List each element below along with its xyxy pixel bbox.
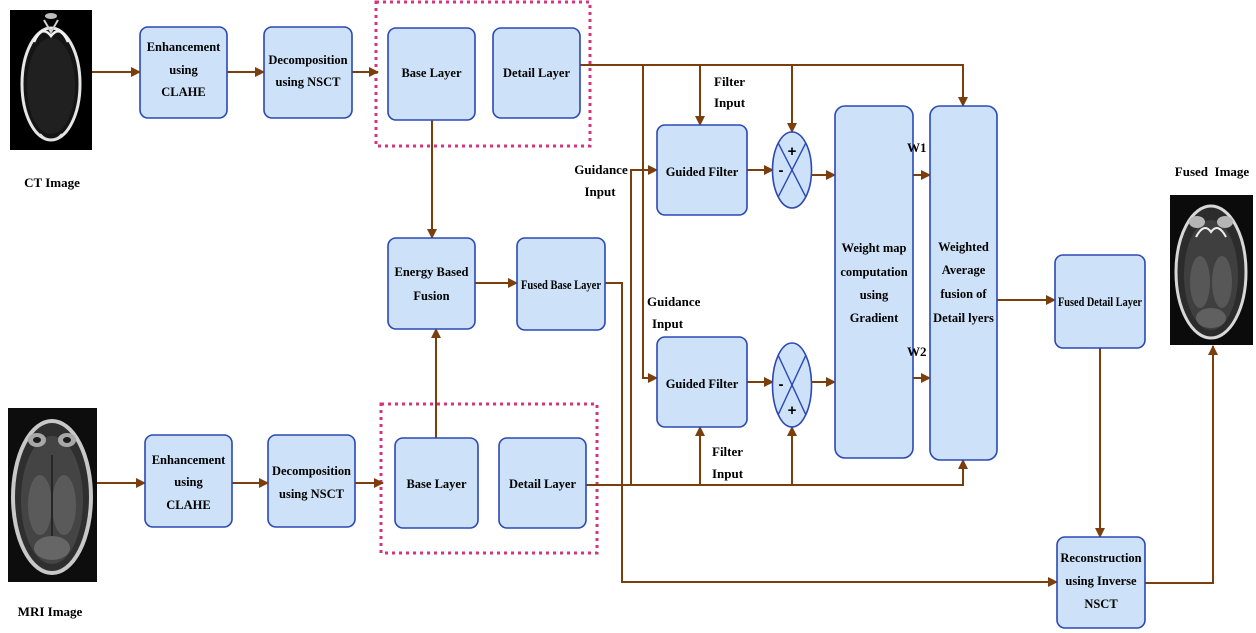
bottom-guidance-input-line-2: Input bbox=[652, 316, 684, 331]
weight-map-computation-box: Weight map computation using Gradient bbox=[835, 106, 913, 458]
ct-enhancement-line-1: Enhancement bbox=[147, 40, 221, 54]
w2-label: W2 bbox=[907, 344, 927, 359]
mri-decomposition-line-1: Decomposition bbox=[272, 464, 351, 478]
mri-image-label: MRI Image bbox=[18, 604, 83, 619]
reconstruction-line-3: NSCT bbox=[1084, 597, 1118, 611]
mri-decomposition-box: Decomposition using NSCT bbox=[268, 435, 355, 527]
top-sum-plus-sign: + bbox=[788, 143, 797, 160]
arrow-reconstruction-to-fused-image bbox=[1145, 346, 1213, 583]
mri-enhancement-line-2: using bbox=[174, 475, 203, 489]
bottom-guidance-input-line-1: Guidance bbox=[647, 294, 701, 309]
top-filter-input-line-1: Filter bbox=[714, 74, 745, 89]
bottom-summation-node: - + bbox=[773, 343, 812, 427]
weight-map-line-2: computation bbox=[840, 265, 907, 279]
bottom-sum-plus-sign: + bbox=[788, 402, 797, 419]
top-filter-input-line-2: Input bbox=[714, 95, 746, 110]
mri-base-layer-box: Base Layer bbox=[395, 438, 478, 528]
w1-label: W1 bbox=[907, 140, 927, 155]
reconstruction-line-1: Reconstruction bbox=[1060, 551, 1141, 565]
arrow-ct-detail-to-weighted-average bbox=[580, 65, 963, 106]
top-guidance-input-line-2: Input bbox=[584, 184, 616, 199]
weight-map-line-1: Weight map bbox=[842, 241, 907, 255]
ct-image-label: CT Image bbox=[24, 175, 80, 190]
mri-enhancement-line-3: CLAHE bbox=[166, 498, 210, 512]
weighted-average-fusion-box: Weighted Average fusion of Detail lyers bbox=[930, 106, 997, 460]
ct-detail-layer-label: Detail Layer bbox=[503, 66, 570, 80]
arrow-mri-detail-to-weighted-average bbox=[586, 460, 963, 485]
weight-map-line-3: using bbox=[860, 288, 889, 302]
ct-enhancement-box: Enhancement using CLAHE bbox=[140, 27, 227, 118]
reconstruction-inverse-nsct-box: Reconstruction using Inverse NSCT bbox=[1057, 537, 1145, 628]
fused-image-thumbnail bbox=[1170, 195, 1253, 345]
ct-enhancement-line-3: CLAHE bbox=[161, 85, 205, 99]
fused-detail-layer-label: Fused Detail Layer bbox=[1058, 295, 1142, 309]
reconstruction-line-2: using Inverse bbox=[1065, 574, 1137, 588]
arrow-ct-detail-to-bottom-guidance bbox=[643, 65, 657, 378]
mri-image-thumbnail bbox=[8, 408, 97, 582]
top-summation-node: + - bbox=[773, 132, 812, 208]
bottom-sum-minus-sign: - bbox=[779, 376, 784, 393]
ct-enhancement-line-2: using bbox=[169, 63, 198, 77]
bottom-filter-input-line-2: Input bbox=[712, 466, 744, 481]
top-sum-minus-sign: - bbox=[779, 162, 784, 179]
weighted-average-line-1: Weighted bbox=[938, 240, 989, 254]
weight-map-line-4: Gradient bbox=[850, 311, 899, 325]
mri-base-layer-label: Base Layer bbox=[406, 477, 467, 491]
energy-fusion-line-1: Energy Based bbox=[395, 265, 469, 279]
mri-enhancement-line-1: Enhancement bbox=[152, 453, 226, 467]
fused-detail-layer-box: Fused Detail Layer bbox=[1055, 255, 1145, 348]
ct-decomposition-box: Decomposition using NSCT bbox=[264, 27, 352, 118]
weighted-average-line-4: Detail lyers bbox=[933, 311, 994, 325]
top-guided-filter-box: Guided Filter bbox=[657, 125, 747, 215]
ct-detail-layer-box: Detail Layer bbox=[493, 28, 580, 118]
top-guidance-input-line-1: Guidance bbox=[574, 162, 628, 177]
energy-based-fusion-box: Energy Based Fusion bbox=[388, 238, 475, 329]
fused-base-layer-box: Fused Base Layer bbox=[517, 238, 605, 330]
weighted-average-line-2: Average bbox=[942, 263, 986, 277]
mri-enhancement-box: Enhancement using CLAHE bbox=[145, 435, 232, 527]
bottom-guided-filter-label: Guided Filter bbox=[666, 377, 739, 391]
ct-decomposition-line-1: Decomposition bbox=[268, 53, 347, 67]
bottom-guided-filter-box: Guided Filter bbox=[657, 337, 747, 427]
fused-base-layer-label: Fused Base Layer bbox=[521, 278, 601, 292]
ct-decomposition-line-2: using NSCT bbox=[276, 75, 342, 89]
energy-fusion-line-2: Fusion bbox=[413, 289, 449, 303]
weighted-average-line-3: fusion of bbox=[940, 287, 987, 301]
top-guided-filter-label: Guided Filter bbox=[666, 165, 739, 179]
fused-image-label: Fused Image bbox=[1175, 164, 1250, 179]
bottom-filter-input-line-1: Filter bbox=[712, 444, 743, 459]
mri-decomposition-line-2: using NSCT bbox=[279, 487, 345, 501]
ct-base-layer-label: Base Layer bbox=[401, 66, 462, 80]
mri-detail-layer-label: Detail Layer bbox=[509, 477, 576, 491]
ct-image-thumbnail bbox=[10, 10, 92, 150]
mri-detail-layer-box: Detail Layer bbox=[499, 438, 586, 528]
ct-base-layer-box: Base Layer bbox=[388, 28, 475, 120]
